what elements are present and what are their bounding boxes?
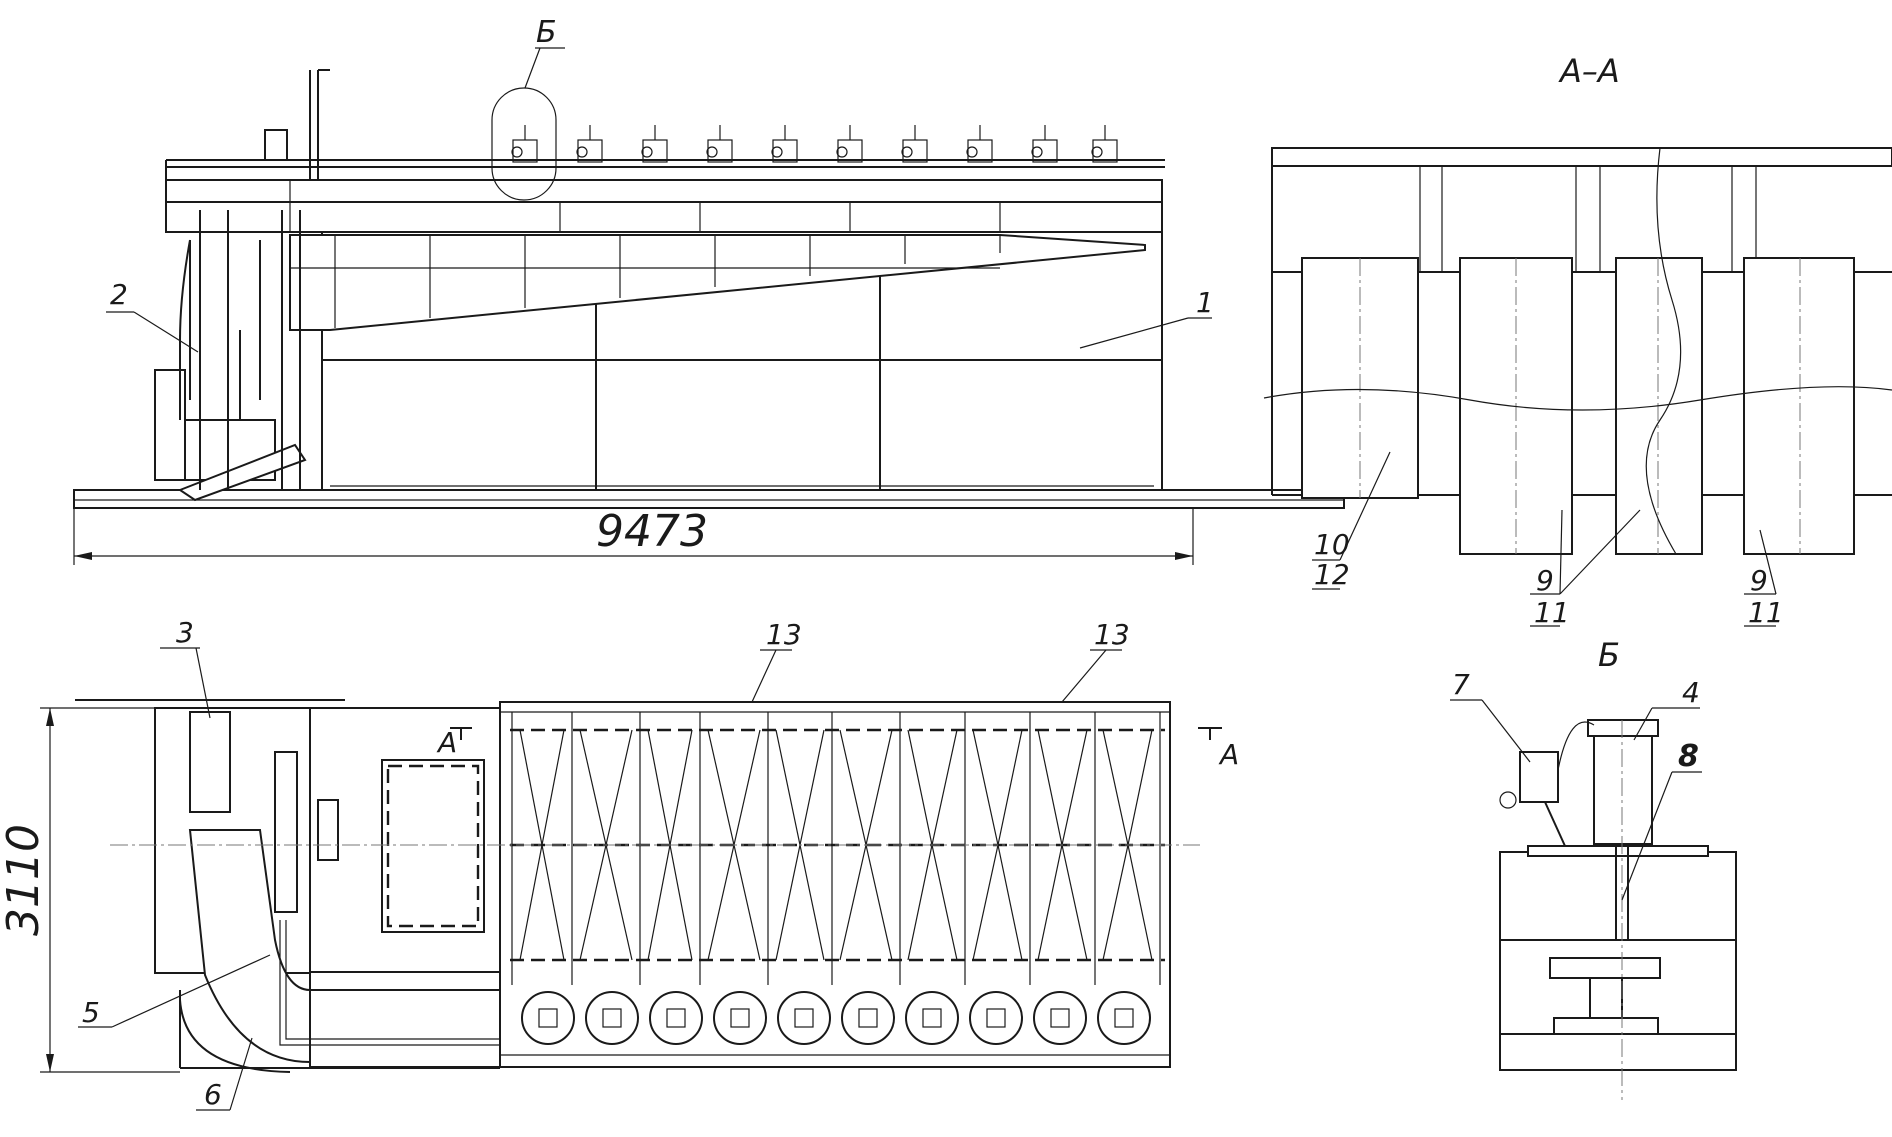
cut-a-marker-left: А (436, 726, 457, 759)
callout-6: 6 (204, 1078, 222, 1111)
section-aa-view: А–А 10 12 9 11 (1263, 52, 1892, 629)
length-dimension: 9473 (596, 506, 708, 557)
detail-b-view: Б 4 7 8 (1450, 636, 1737, 1100)
front-view: Б 9473 1 2 (73, 15, 1345, 565)
callout-8: 8 (1678, 739, 1699, 774)
callout-2: 2 (110, 278, 128, 311)
section-aa-title: А–А (1558, 52, 1620, 90)
heater-bays (511, 712, 1161, 985)
callout-13-second: 13 (1094, 618, 1130, 651)
callout-5: 5 (82, 996, 100, 1029)
callout-7: 7 (1452, 668, 1470, 701)
aa-label-11-second: 11 (1748, 596, 1784, 629)
burner-units (511, 125, 1118, 163)
callout-1: 1 (1196, 286, 1214, 319)
aa-label-11-first: 11 (1534, 596, 1570, 629)
valve-7 (1519, 751, 1559, 803)
cut-a-marker-right: А (1218, 738, 1239, 771)
actuator-4 (1593, 719, 1653, 845)
panel-11-second (1615, 257, 1703, 555)
callout-13-first: 13 (766, 618, 802, 651)
callout-4: 4 (1682, 676, 1700, 709)
detail-b-marker: Б (536, 15, 557, 50)
aa-label-9-second: 9 (1750, 564, 1768, 597)
burner-row (521, 991, 1151, 1045)
detail-b-title: Б (1598, 636, 1620, 674)
detail-b-callout-frame (491, 87, 557, 201)
panel-9-11-third (1743, 257, 1855, 555)
top-view: 3110 А А 3 5 6 13 13 (0, 616, 1239, 1111)
aa-label-12: 12 (1314, 558, 1350, 591)
callout-3: 3 (176, 616, 194, 649)
aa-label-10: 10 (1314, 528, 1350, 561)
aa-label-9-first: 9 (1536, 564, 1554, 597)
width-dimension: 3110 (0, 824, 49, 936)
